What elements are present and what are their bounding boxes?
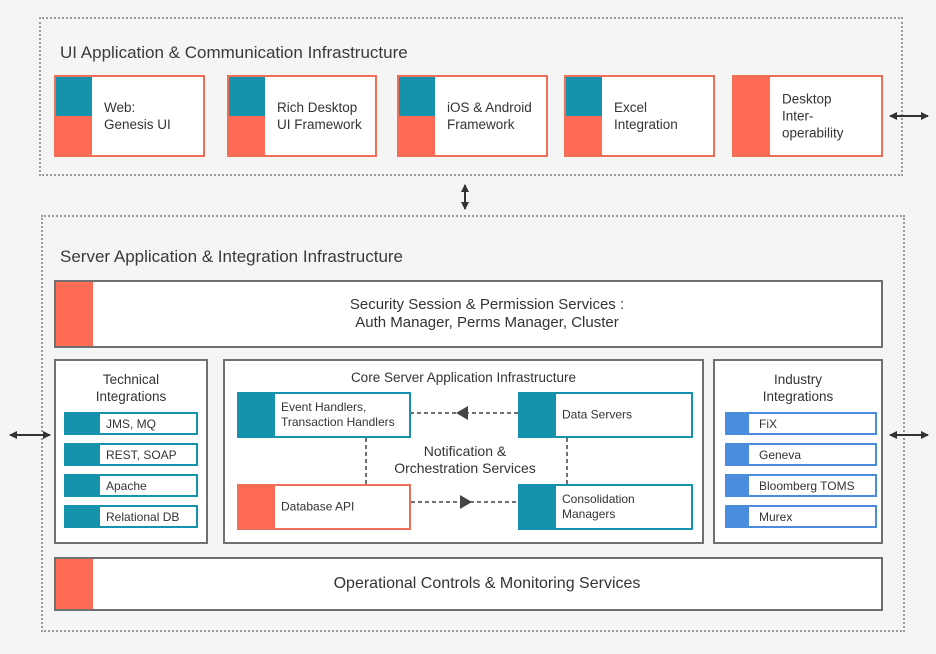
data-servers-box: Data Servers xyxy=(518,392,693,438)
industry-item-fix: FiX xyxy=(725,412,877,435)
item-swatch xyxy=(727,507,749,526)
box-label: Database API xyxy=(281,499,355,514)
box-swatch xyxy=(239,486,275,528)
security-services-box: Security Session & Permission Services :… xyxy=(54,280,883,348)
technical-integrations-box: Technical Integrations JMS, MQ REST, SOA… xyxy=(54,359,208,544)
card-swatch-top xyxy=(229,77,265,116)
consolidation-managers-box: Consolidation Managers xyxy=(518,484,693,530)
ui-infrastructure-section xyxy=(39,17,903,176)
card-label: Rich Desktop UI Framework xyxy=(277,100,362,132)
box-label: Data Servers xyxy=(562,407,633,422)
notification-services-label: Notification & Orchestration Services xyxy=(394,443,536,476)
card-swatch-top xyxy=(399,77,435,116)
web-genesis-ui-card: Web: Genesis UI xyxy=(54,75,205,157)
database-api-box: Database API xyxy=(237,484,411,530)
operational-swatch xyxy=(56,559,93,609)
operational-controls-label: Operational Controls & Monitoring Servic… xyxy=(333,575,641,592)
security-services-label: Security Session & Permission Services :… xyxy=(349,296,625,331)
security-swatch xyxy=(56,282,93,346)
box-swatch xyxy=(520,394,556,436)
operational-controls-box: Operational Controls & Monitoring Servic… xyxy=(54,557,883,611)
item-swatch xyxy=(727,414,749,433)
box-label: Consolidation Managers xyxy=(562,492,635,521)
industry-item-murex: Murex xyxy=(725,505,877,528)
card-label: Excel Integration xyxy=(614,100,678,132)
item-swatch xyxy=(727,445,749,464)
item-swatch xyxy=(66,476,100,495)
box-label: Event Handlers, Transaction Handlers xyxy=(281,400,395,429)
tech-item-rest-soap: REST, SOAP xyxy=(64,443,198,466)
box-swatch xyxy=(239,394,275,436)
ui-section-title: UI Application & Communication Infrastru… xyxy=(60,43,408,62)
tech-item-apache: Apache xyxy=(64,474,198,497)
card-swatch-bottom xyxy=(566,116,602,155)
item-label: Murex xyxy=(759,509,793,524)
tech-item-jms-mq: JMS, MQ xyxy=(64,412,198,435)
core-server-title: Core Server Application Infrastructure xyxy=(350,370,577,385)
event-handlers-box: Event Handlers, Transaction Handlers xyxy=(237,392,411,438)
item-label: REST, SOAP xyxy=(106,447,177,462)
industry-item-bloomberg-toms: Bloomberg TOMS xyxy=(725,474,877,497)
item-label: JMS, MQ xyxy=(106,416,156,431)
item-label: FiX xyxy=(759,416,777,431)
item-label: Apache xyxy=(106,478,147,493)
industry-integrations-box: Industry Integrations FiX Geneva Bloombe… xyxy=(713,359,883,544)
item-swatch xyxy=(66,414,100,433)
box-swatch xyxy=(520,486,556,528)
item-swatch xyxy=(66,445,100,464)
card-label: iOS & Android Framework xyxy=(447,100,532,132)
server-infrastructure-section xyxy=(41,215,905,632)
item-label: Relational DB xyxy=(106,509,180,524)
item-label: Bloomberg TOMS xyxy=(759,478,855,493)
card-swatch-top xyxy=(566,77,602,116)
db-to-consolidation-arrowhead xyxy=(460,495,472,509)
server-section-title: Server Application & Integration Infrast… xyxy=(60,247,404,266)
ios-android-card: iOS & Android Framework xyxy=(397,75,548,157)
desktop-interoperability-card: Desktop Inter- operability xyxy=(732,75,883,157)
card-label: Desktop Inter- operability xyxy=(782,91,844,141)
industry-item-geneva: Geneva xyxy=(725,443,877,466)
tech-item-relational-db: Relational DB xyxy=(64,505,198,528)
rich-desktop-ui-card: Rich Desktop UI Framework xyxy=(227,75,377,157)
item-swatch xyxy=(727,476,749,495)
data-to-event-arrowhead xyxy=(456,406,468,420)
item-swatch xyxy=(66,507,100,526)
technical-integrations-title: Technical Integrations xyxy=(95,372,167,404)
card-swatch-bottom xyxy=(229,116,265,155)
industry-integrations-title: Industry Integrations xyxy=(762,372,834,404)
card-swatch-top xyxy=(56,77,92,116)
card-swatch-bottom xyxy=(399,116,435,155)
item-label: Geneva xyxy=(759,447,802,462)
card-label: Web: Genesis UI xyxy=(104,100,171,132)
card-swatch-bottom xyxy=(56,116,92,155)
excel-integration-card: Excel Integration xyxy=(564,75,715,157)
card-swatch xyxy=(734,77,770,155)
